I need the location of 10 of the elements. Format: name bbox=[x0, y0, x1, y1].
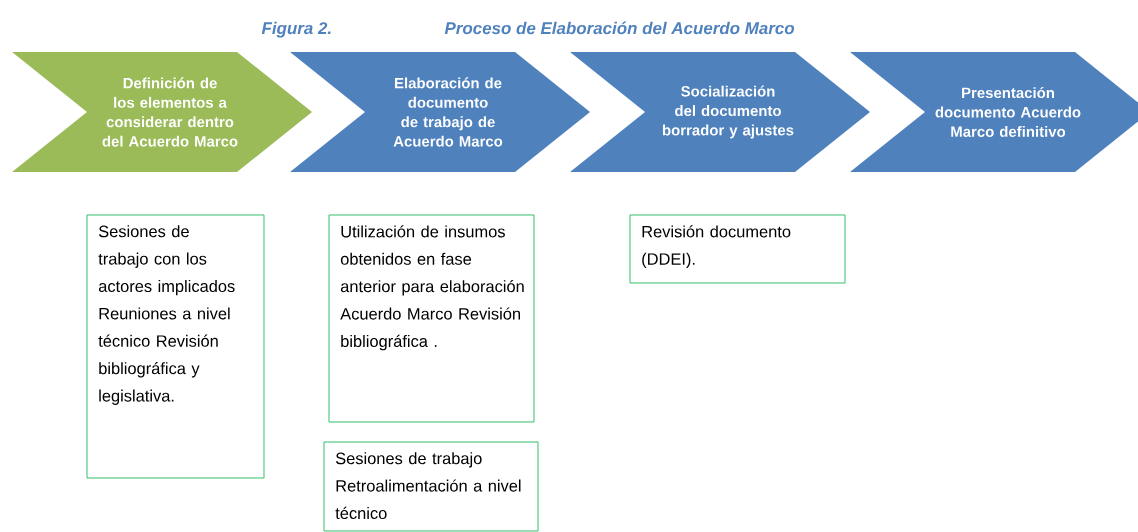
chevron-step: Presentación documento Acuerdo Marco definitivo bbox=[850, 52, 1138, 172]
title: Proceso de Elaboración del Acuerdo Marco bbox=[444, 21, 795, 35]
text-box: Sesiones de trabajo con los actores implicados Reuniones a nivel técnico Revisión bibliográfica y legislativa. bbox=[86, 214, 265, 479]
chevron-step: Socialización del documento borrador y ajustes bbox=[570, 52, 870, 172]
text-box: Utilización de insumos obtenidos en fase anterior para elaboración Acuerdo Marco Revisión bibliográfica . bbox=[328, 214, 535, 423]
chevron-step: Definición de los elementos a considerar dentro del Acuerdo Marco bbox=[12, 52, 312, 172]
chevron-step: Elaboración de documento de trabajo de Acuerdo Marco bbox=[290, 52, 590, 172]
text-box: Sesiones de trabajo Retroalimentación a nivel técnico bbox=[323, 441, 539, 532]
text-box: Revisión documento (DDEI). bbox=[629, 214, 846, 284]
figure-number: Figura 2. bbox=[261, 21, 331, 38]
